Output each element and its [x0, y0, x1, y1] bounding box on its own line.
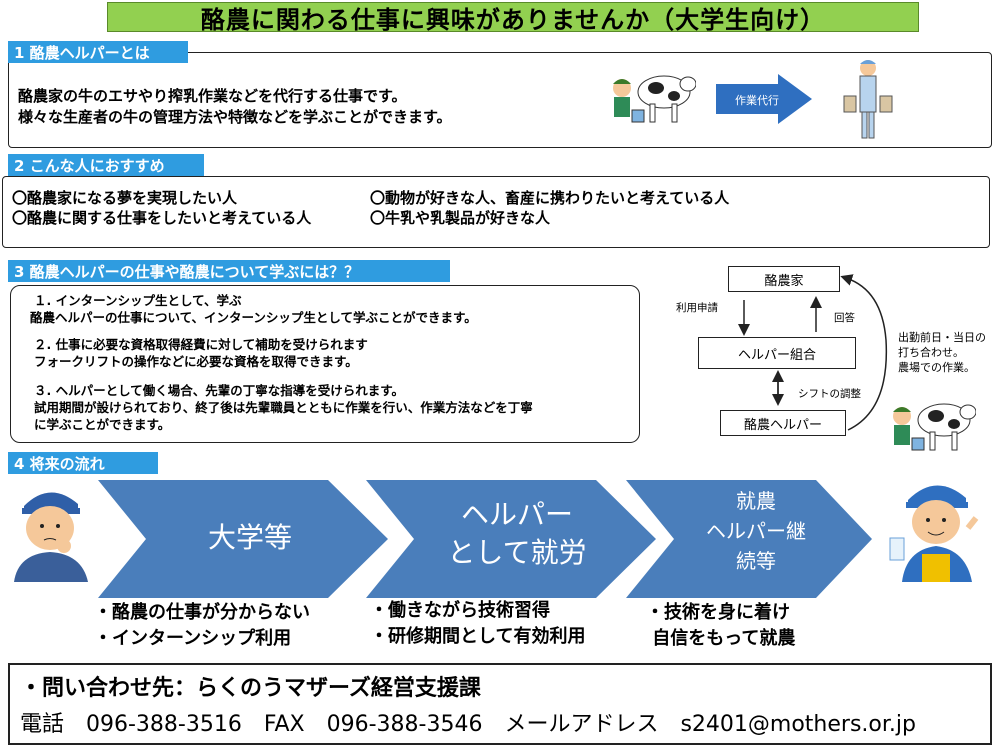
step-bullet: ・酪農の仕事が分からない: [94, 602, 310, 623]
section3-box: [10, 285, 640, 443]
step-label: 就農 ヘルパー継 続等: [676, 486, 836, 576]
flow-chevron-1: [98, 480, 388, 598]
helper-with-buckets-icon: [843, 60, 893, 139]
section3-item-title: １. インターンシップ生として、学ぶ: [34, 293, 242, 308]
section3-item-body: フォークリフトの操作などに必要な資格を取得できます。: [34, 354, 358, 369]
section3-item-body: 試用期間が設けられており、終了後は先輩職員とともに作業を行い、作業方法などを丁寧: [34, 400, 533, 415]
section1-line: 様々な生産者の牛の管理方法や特徴などを学ぶことができます。: [18, 108, 452, 126]
flow-chevron-3: [626, 480, 872, 598]
arrow-right-icon: [716, 74, 812, 124]
section2-item: 〇酪農家になる夢を実現したい人: [12, 189, 238, 207]
step-bullet: ・技術を身に着け: [646, 602, 790, 623]
section2-item: 〇牛乳や乳製品が好きな人: [370, 209, 551, 227]
step-label-line: 続等: [736, 549, 776, 573]
section1-line: 酪農家の牛のエサやり搾乳作業などを代行する仕事です。: [18, 87, 407, 105]
step-bullet: ・インターンシップ利用: [94, 628, 292, 649]
step-bullet: ・働きながら技術習得: [370, 600, 550, 621]
step-label: ヘルパー として就労: [412, 496, 622, 572]
farmer-milking-cow-icon: [893, 403, 976, 451]
flow-label-apply: 利用申請: [676, 302, 718, 314]
section3-heading: 3 酪農ヘルパーの仕事や酪農について学ぶには？？: [8, 260, 450, 282]
section2-heading: 2 こんな人におすすめ: [8, 154, 204, 176]
side-note-line: 打ち合わせ。: [898, 346, 964, 359]
farmer-with-milk-icon: [889, 485, 979, 582]
arrow-label: 作業代行: [735, 94, 779, 107]
section1-text: 酪農家の牛のエサやり搾乳作業などを代行する仕事です。 様々な生産者の牛の管理方法…: [18, 86, 452, 128]
contact-details: 電話 096-388-3516 FAX 096-388-3546 メールアドレス…: [20, 712, 916, 737]
step-label-line: 大学等: [207, 521, 292, 554]
section4-heading: 4 将来の流れ: [8, 452, 158, 474]
flow-box-union: ヘルパー組合: [698, 337, 856, 369]
step-bullet: 自信をもって就農: [646, 628, 796, 649]
step-bullets: ・働きながら技術習得 ・研修期間として有効利用: [370, 598, 585, 650]
side-note-line: 農場での作業。: [898, 361, 975, 374]
section1-box: [8, 52, 992, 148]
flow-label-answer: 回答: [834, 312, 855, 324]
section2-box: [2, 176, 990, 248]
thinking-person-icon: [14, 492, 88, 582]
step-bullets: ・技術を身に着け 自信をもって就農: [646, 600, 795, 652]
step-label-line: 就農: [736, 489, 776, 513]
section1-heading: 1 酪農ヘルパーとは: [8, 41, 188, 63]
step-label-line: ヘルパー継: [706, 519, 806, 543]
section3-item-title: ２. 仕事に必要な資格取得経費に対して補助を受けられます: [34, 337, 368, 352]
farmer-milking-cow-icon: [613, 75, 696, 123]
page-title: 酪農に関わる仕事に興味がありませんか（大学生向け）: [107, 2, 919, 34]
flow-side-note: 出勤前日・当日の 打ち合わせ。 農場での作業。: [898, 330, 986, 375]
flow-chevron-2: [366, 480, 656, 598]
side-note-line: 出勤前日・当日の: [898, 331, 986, 344]
flow-box-helper: 酪農ヘルパー: [720, 410, 846, 436]
flow-box-farmer: 酪農家: [728, 266, 840, 292]
step-label: 大学等: [150, 520, 350, 556]
step-bullet: ・研修期間として有効利用: [370, 626, 586, 647]
flow-label-shift: シフトの調整: [798, 388, 861, 400]
step-label-line: として就労: [447, 536, 587, 569]
section3-item: ３. ヘルパーとして働く場合、先輩の丁寧な指導を受けられます。 試用期間が設けら…: [34, 382, 533, 433]
section3-item-title: ３. ヘルパーとして働く場合、先輩の丁寧な指導を受けられます。: [34, 383, 404, 398]
curved-arrow-icon: [840, 274, 888, 431]
step-label-line: ヘルパー: [460, 498, 573, 531]
section3-item-body: に学ぶことができます。: [34, 417, 171, 432]
contact-line: ・問い合わせ先：らくのうマザーズ経営支援課: [20, 676, 481, 701]
contact-box: [8, 663, 992, 745]
flow-arrows: [738, 274, 888, 431]
section3-item: ２. 仕事に必要な資格取得経費に対して補助を受けられます フォークリフトの操作な…: [34, 336, 368, 370]
section3-item: １. インターンシップ生として、学ぶ 酪農ヘルパーの仕事について、インターンシッ…: [30, 292, 477, 326]
section2-item: 〇動物が好きな人、畜産に携わりたいと考えている人: [370, 189, 730, 207]
section2-item: 〇酪農に関する仕事をしたいと考えている人: [12, 209, 312, 227]
section3-item-body: 酪農ヘルパーの仕事について、インターンシップ生として学ぶことができます。: [30, 310, 477, 325]
step-bullets: ・酪農の仕事が分からない ・インターンシップ利用: [94, 600, 310, 652]
